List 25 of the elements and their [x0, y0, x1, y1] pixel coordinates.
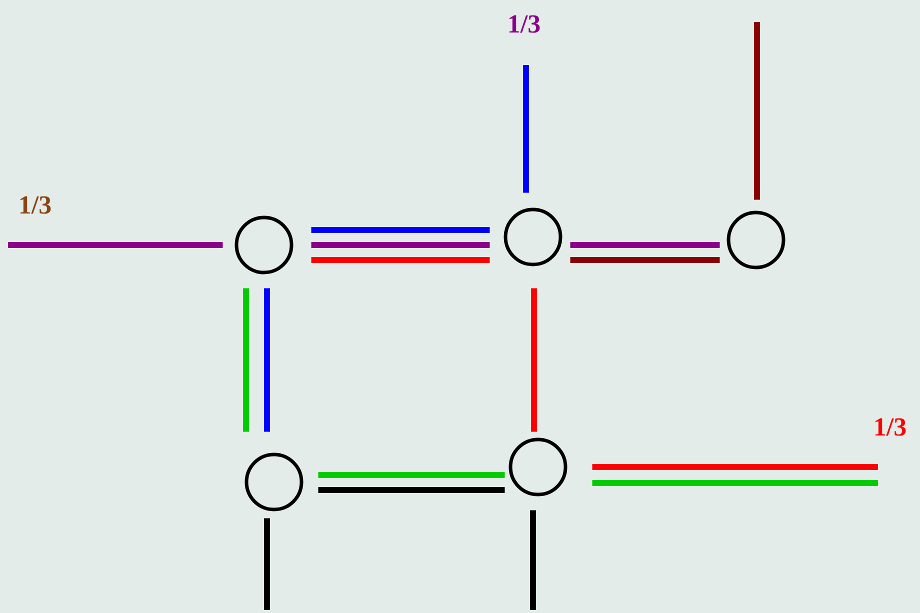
- connector-line: [311, 227, 490, 233]
- connector-line: [318, 487, 505, 493]
- connector-line: [592, 480, 878, 486]
- junction-circle: [504, 208, 562, 266]
- connector-line: [523, 65, 529, 193]
- fraction-label: 1/3: [875, 418, 906, 436]
- connector-line: [592, 464, 878, 470]
- fraction-label: 1/3: [20, 196, 51, 214]
- connector-line: [264, 518, 270, 610]
- connector-line: [318, 472, 505, 478]
- connector-line: [264, 288, 270, 432]
- connector-line: [530, 510, 536, 610]
- junction-circle: [508, 438, 568, 496]
- connector-line: [243, 288, 249, 432]
- connector-line: [8, 242, 223, 248]
- connector-line: [311, 242, 490, 248]
- junction-circle: [234, 216, 294, 274]
- connector-line: [754, 22, 760, 200]
- junction-circle: [726, 210, 786, 270]
- connector-line: [570, 242, 720, 248]
- connector-line: [570, 257, 720, 263]
- connector-line: [311, 257, 490, 263]
- fraction-label: 1/3: [509, 15, 540, 33]
- junction-circle: [244, 452, 304, 512]
- connector-line: [531, 288, 537, 432]
